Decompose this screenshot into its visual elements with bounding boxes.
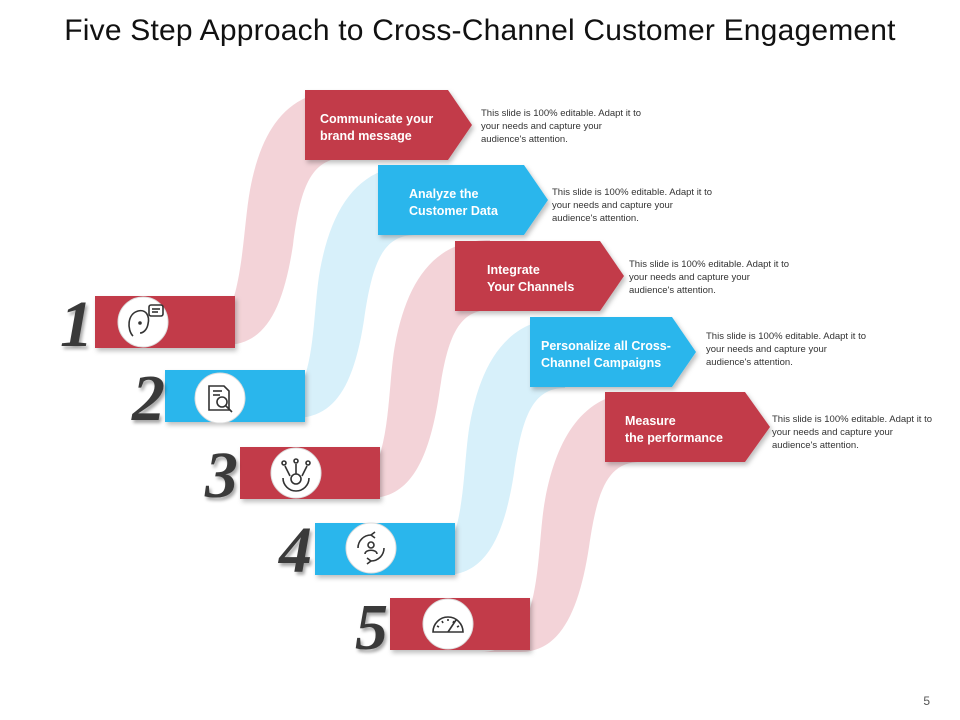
arrow-banner-5	[605, 392, 770, 462]
arrow-banner-3	[455, 241, 624, 311]
arrow-banner-1	[305, 90, 472, 160]
ribbon-curve-3	[330, 240, 490, 498]
step-description-3: This slide is 100% editable. Adapt it to…	[629, 259, 790, 296]
step-title-1: Communicate your brand message	[320, 112, 434, 143]
ribbon-curve-5	[480, 392, 640, 652]
ribbon-curve-2	[255, 165, 415, 418]
step-number-4: 4	[279, 514, 312, 587]
page-number: 5	[923, 694, 930, 708]
icon-circle-2	[194, 372, 246, 424]
arrow-banner-2	[378, 165, 548, 235]
step-title-4: Personalize all Cross- Channel Campaigns	[541, 339, 671, 370]
step-description-5: This slide is 100% editable. Adapt it to…	[772, 414, 933, 451]
step-title-2: Analyze the Customer Data	[409, 187, 498, 218]
ribbon-curve-4	[405, 318, 565, 575]
gear-network-icon	[281, 458, 311, 492]
step-description-1: This slide is 100% editable. Adapt it to…	[481, 108, 642, 145]
document-search-icon	[208, 385, 233, 413]
target-person-icon	[357, 531, 385, 565]
step-description-2: This slide is 100% editable. Adapt it to…	[552, 187, 713, 224]
icon-circle-1	[117, 296, 169, 348]
arrow-banner-4	[530, 317, 696, 387]
step-number-2: 2	[132, 362, 165, 435]
step-number-5: 5	[355, 591, 388, 664]
step-title-5: Measure the performance	[625, 414, 723, 445]
slide-title: Five Step Approach to Cross-Channel Cust…	[64, 14, 896, 47]
step-number-3: 3	[205, 439, 238, 512]
step-description-4: This slide is 100% editable. Adapt it to…	[706, 331, 867, 368]
step-title-3: Integrate Your Channels	[487, 263, 575, 294]
step-number-1: 1	[60, 288, 93, 361]
chat-person-icon	[128, 304, 164, 337]
icon-circle-3	[270, 447, 322, 499]
speedometer-icon	[432, 616, 464, 633]
icon-circle-4	[345, 522, 397, 574]
icon-circle-5	[422, 598, 474, 650]
